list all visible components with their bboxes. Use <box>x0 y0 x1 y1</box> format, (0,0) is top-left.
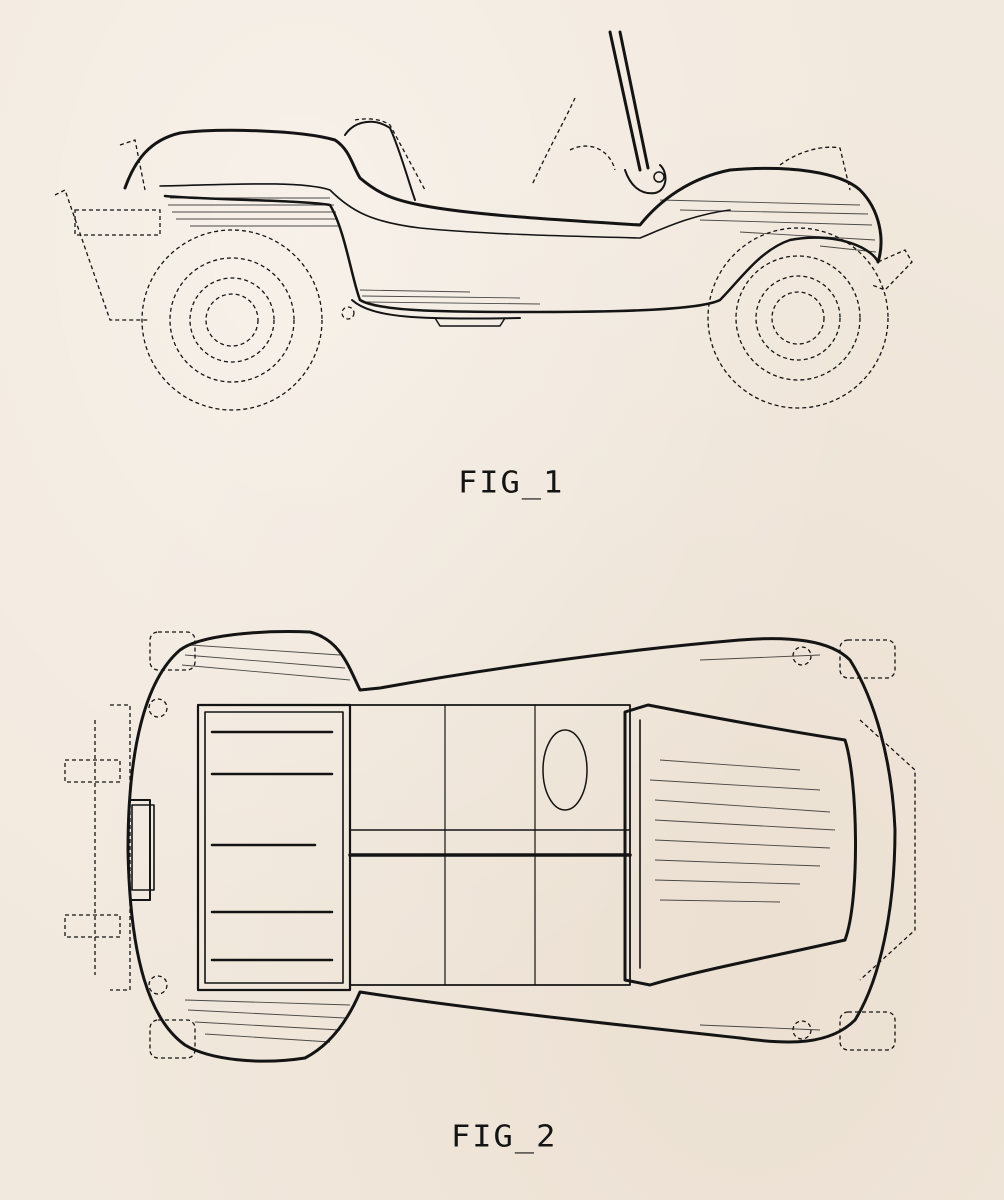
fig-2-dashed-context <box>64 631 916 1059</box>
figure-2-label: FIG_2 <box>451 1117 558 1155</box>
fig-1-body-outline <box>123 30 883 327</box>
fig-2-shading <box>181 644 836 1043</box>
figure-1-label: FIG_1 <box>458 463 565 501</box>
fig-2-body-outline <box>126 630 897 1063</box>
fig-1-dashed-context <box>54 97 913 411</box>
fig-1-shading <box>168 197 877 305</box>
